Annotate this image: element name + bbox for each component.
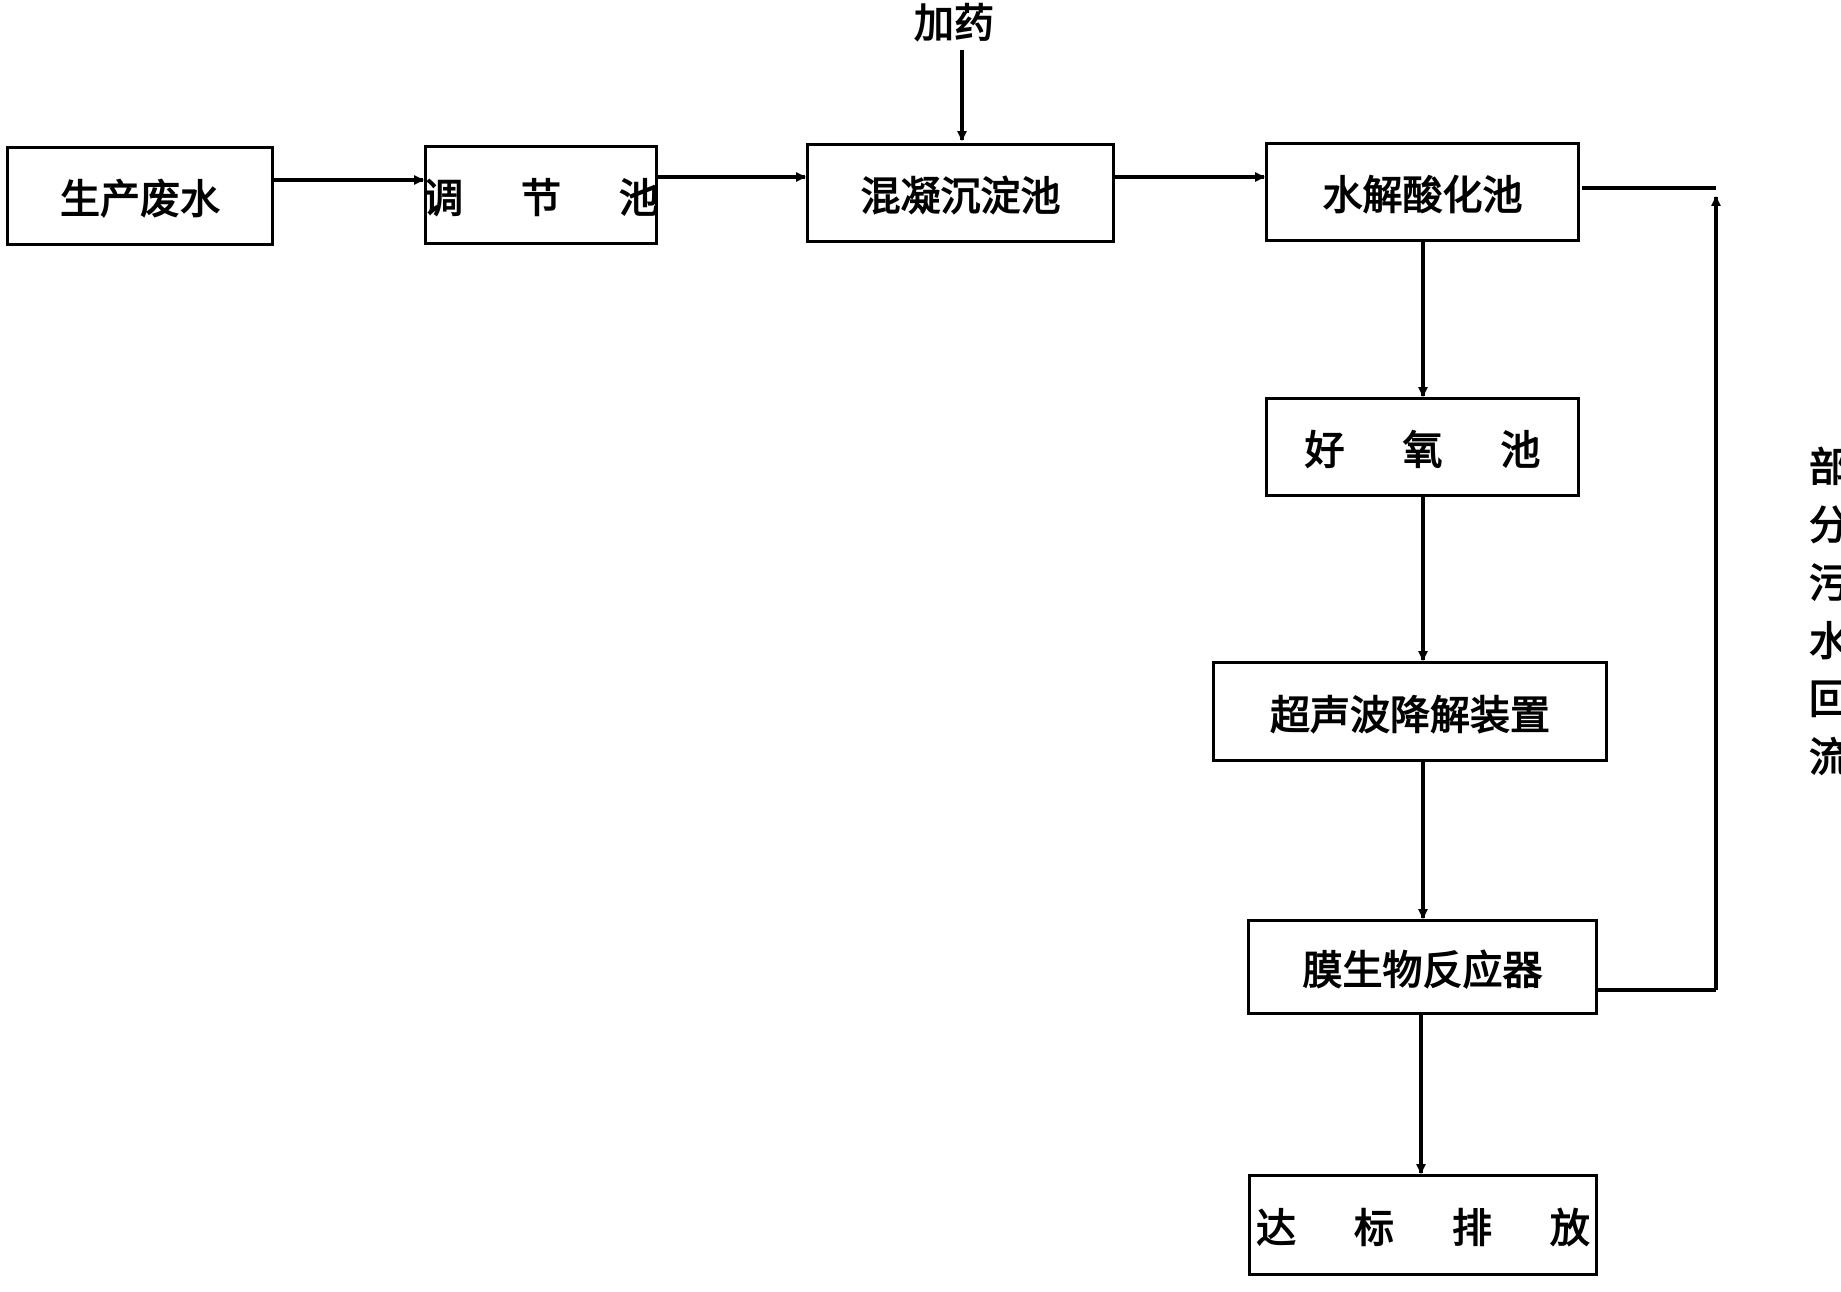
node-aerobic-tank-label: 好 氧 池	[1304, 428, 1563, 474]
node-membrane-bioreactor: 膜生物反应器	[1247, 919, 1598, 1015]
node-ultrasonic-degradation-device-label: 超声波降解装置	[1270, 692, 1550, 739]
node-production-wastewater: 生产废水	[6, 146, 274, 246]
label-partial-sewage-reflux: 部分污水回流	[1802, 446, 1841, 794]
node-equalization-tank-label: 调 节 池	[423, 176, 681, 222]
node-production-wastewater-label: 生产废水	[60, 177, 220, 223]
node-hydrolysis-acidification-tank-label: 水解酸化池	[1322, 173, 1523, 219]
node-coagulation-sedimentation-tank: 混凝沉淀池	[806, 143, 1115, 243]
node-ultrasonic-degradation-device: 超声波降解装置	[1212, 661, 1608, 762]
node-aerobic-tank: 好 氧 池	[1265, 397, 1580, 497]
node-discharge-to-standard: 达 标 排 放	[1248, 1174, 1598, 1276]
node-equalization-tank: 调 节 池	[423, 145, 659, 245]
node-coagulation-sedimentation-tank-label: 混凝沉淀池	[860, 174, 1061, 220]
node-hydrolysis-acidification-tank: 水解酸化池	[1265, 142, 1580, 242]
node-membrane-bioreactor-label: 膜生物反应器	[1302, 948, 1543, 994]
label-dosing: 加药	[914, 1, 994, 47]
node-discharge-to-standard-label: 达 标 排 放	[1256, 1206, 1612, 1252]
